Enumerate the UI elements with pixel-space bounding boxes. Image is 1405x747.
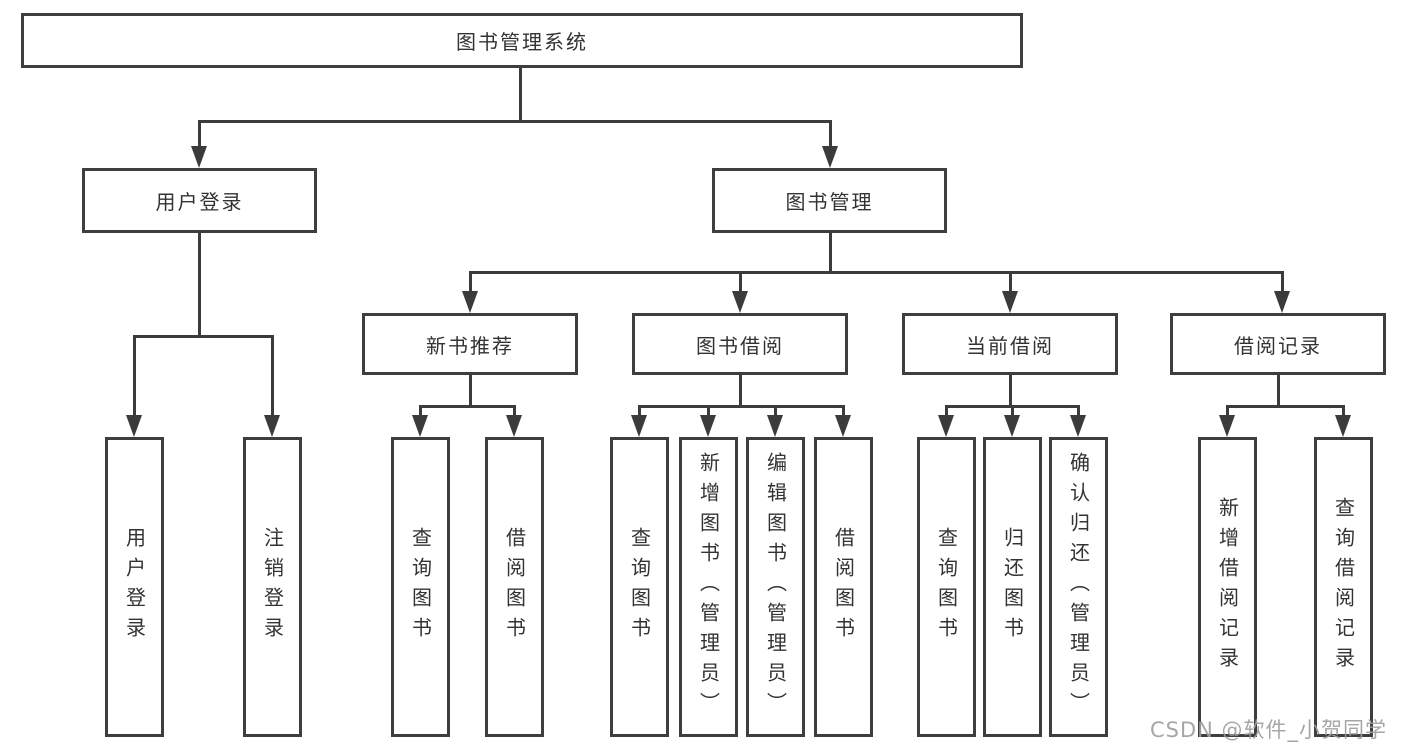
arrow-down-icon	[412, 415, 428, 437]
arrow-down-icon	[506, 415, 522, 437]
node-leaf-borrow-books-recommend: 借阅图书	[485, 437, 544, 737]
node-leaf-add-borrow-record: 新增借阅记录	[1198, 437, 1257, 737]
connector-drop-leaf	[1077, 405, 1080, 417]
arrow-down-icon	[1219, 415, 1235, 437]
node-label: 图书借阅	[696, 333, 784, 358]
connector-drop-leaf	[271, 335, 274, 417]
connector-drop-leaf	[842, 405, 845, 417]
arrow-down-icon	[126, 415, 142, 437]
node-leaf-add-book-admin: 新增图书（管理员）	[679, 437, 738, 737]
connector-user-login-stem	[198, 233, 201, 337]
node-leaf-logout: 注销登录	[243, 437, 302, 737]
connector-book-mgmt-hbar	[469, 271, 1284, 274]
connector-book-mgmt-stem	[829, 233, 832, 274]
node-label: 确认归还（管理员）	[1066, 452, 1091, 722]
arrow-down-icon	[767, 415, 783, 437]
arrow-down-icon	[700, 415, 716, 437]
node-leaf-return-book: 归还图书	[983, 437, 1042, 737]
arrow-down-icon	[1002, 291, 1018, 313]
node-label: 用户登录	[155, 190, 244, 214]
arrow-down-icon	[1274, 291, 1290, 313]
node-leaf-user-login: 用户登录	[105, 437, 164, 737]
node-label: 新增图书（管理员）	[696, 452, 721, 722]
node-leaf-confirm-return-admin: 确认归还（管理员）	[1049, 437, 1108, 737]
connector-drop-leaf	[1011, 405, 1014, 417]
node-label: 图书管理	[785, 190, 874, 214]
node-label: 新增借阅记录	[1215, 497, 1240, 677]
node-label: 注销登录	[260, 527, 285, 647]
arrow-down-icon	[631, 415, 647, 437]
connector-borrow-records-hbar	[1226, 405, 1345, 408]
connector-drop-leaf	[1226, 405, 1229, 417]
connector-drop-leaf	[638, 405, 641, 417]
connector-borrow-records-stem	[1277, 375, 1280, 408]
node-label: 新书推荐	[426, 333, 514, 358]
node-label: 编辑图书（管理员）	[763, 452, 788, 722]
arrow-down-icon	[1070, 415, 1086, 437]
arrow-down-icon	[462, 291, 478, 313]
connector-drop-user-login	[198, 120, 201, 148]
arrow-down-icon	[1004, 415, 1020, 437]
csdn-watermark: CSDN @软件_小贺同学	[1150, 718, 1388, 742]
connector-user-login-hbar	[133, 335, 274, 338]
connector-drop-leaf	[707, 405, 710, 417]
node-label: 查询图书	[627, 527, 652, 647]
connector-drop-leaf	[419, 405, 422, 417]
arrow-down-icon	[822, 146, 838, 168]
connector-drop-module	[1009, 271, 1012, 293]
node-label: 图书管理系统	[456, 30, 588, 54]
node-current-borrow: 当前借阅	[902, 313, 1118, 375]
node-label: 查询图书	[408, 527, 433, 647]
node-leaf-query-books-borrow: 查询图书	[610, 437, 669, 737]
node-label: 借阅图书	[502, 527, 527, 647]
node-label: 归还图书	[1000, 527, 1025, 647]
connector-book-borrow-stem	[739, 375, 742, 408]
node-label: 查询借阅记录	[1331, 497, 1356, 677]
connector-drop-leaf	[513, 405, 516, 417]
connector-book-borrow-hbar	[638, 405, 845, 408]
connector-drop-module	[469, 271, 472, 293]
connector-current-borrow-stem	[1009, 375, 1012, 408]
connector-drop-module	[739, 271, 742, 293]
connector-drop-leaf	[945, 405, 948, 417]
node-leaf-query-books-current: 查询图书	[917, 437, 976, 737]
connector-drop-leaf	[774, 405, 777, 417]
node-user-login: 用户登录	[82, 168, 317, 233]
node-label: 当前借阅	[966, 333, 1054, 358]
node-label: 用户登录	[122, 527, 147, 647]
arrow-down-icon	[835, 415, 851, 437]
node-borrow-records: 借阅记录	[1170, 313, 1386, 375]
arrow-down-icon	[1335, 415, 1351, 437]
node-library-system: 图书管理系统	[21, 13, 1023, 68]
node-leaf-query-borrow-record: 查询借阅记录	[1314, 437, 1373, 737]
arrow-down-icon	[264, 415, 280, 437]
arrow-down-icon	[732, 291, 748, 313]
connector-root-stem	[519, 68, 522, 121]
connector-new-book-stem	[469, 375, 472, 408]
node-leaf-edit-book-admin: 编辑图书（管理员）	[746, 437, 805, 737]
node-label: 借阅图书	[831, 527, 856, 647]
connector-drop-book-mgmt	[829, 120, 832, 148]
connector-drop-module	[1281, 271, 1284, 293]
connector-drop-leaf	[1342, 405, 1345, 417]
node-book-management: 图书管理	[712, 168, 947, 233]
node-leaf-borrow-books: 借阅图书	[814, 437, 873, 737]
connector-drop-leaf	[133, 335, 136, 417]
node-label: 借阅记录	[1234, 333, 1322, 358]
node-book-borrow: 图书借阅	[632, 313, 848, 375]
connector-new-book-hbar	[419, 405, 516, 408]
node-leaf-query-books-recommend: 查询图书	[391, 437, 450, 737]
arrow-down-icon	[191, 146, 207, 168]
node-label: 查询图书	[934, 527, 959, 647]
node-new-book-recommend: 新书推荐	[362, 313, 578, 375]
connector-root-hbar	[198, 120, 832, 123]
arrow-down-icon	[938, 415, 954, 437]
